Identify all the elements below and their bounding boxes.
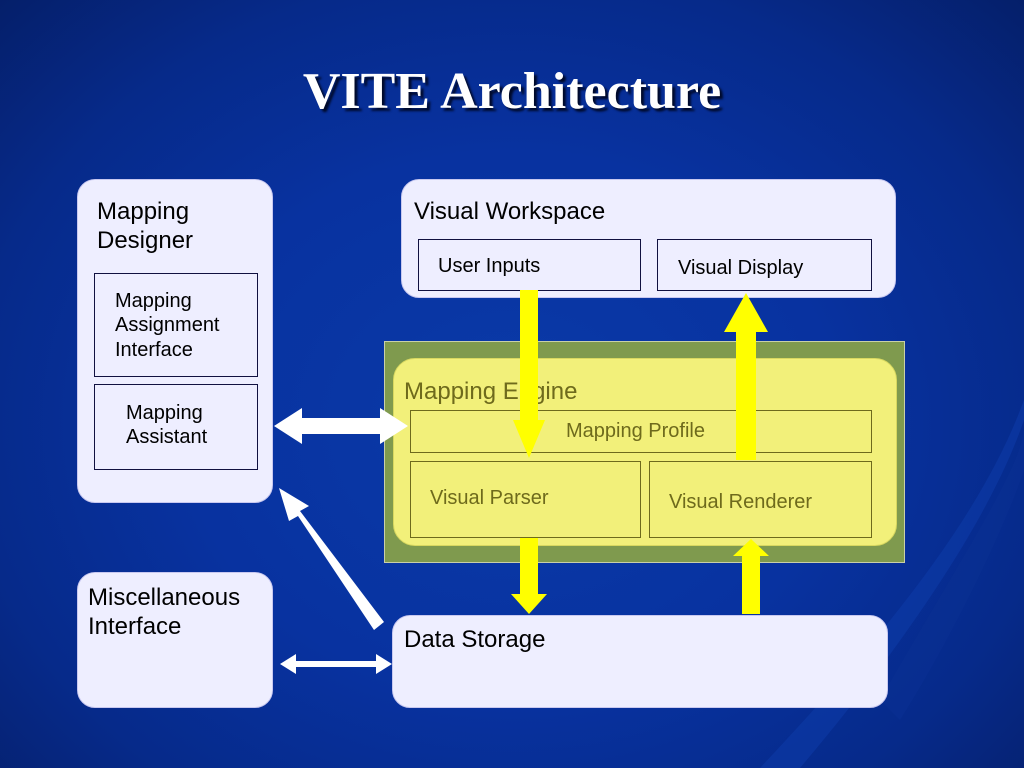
visual-renderer-box: Visual Renderer (649, 461, 872, 538)
visual-renderer-label: Visual Renderer (669, 491, 813, 513)
mapping-assistant-box: Mapping Assistant (94, 384, 258, 470)
mapping-profile-box: Mapping Profile (410, 410, 872, 453)
misc-interface-title: Miscellaneous Interface (88, 584, 241, 641)
mapping-designer-title: Mapping Designer (97, 198, 194, 255)
visual-workspace-panel: Visual Workspace User Inputs Visual Disp… (401, 179, 896, 298)
visual-parser-box: Visual Parser (410, 461, 641, 538)
visual-display-label: Visual Display (678, 257, 804, 279)
mapping-assignment-interface-box: Mapping Assignment Interface (94, 273, 258, 377)
mapping-profile-label: Mapping Profile (566, 420, 705, 442)
mapping-engine-title: Mapping Engine (404, 378, 578, 405)
data-storage-panel: Data Storage (392, 615, 888, 708)
visual-parser-label: Visual Parser (430, 487, 549, 509)
slide-title: VITE Architecture (302, 63, 722, 120)
visual-workspace-title: Visual Workspace (414, 198, 606, 225)
mapping-designer-panel: Mapping Designer Mapping Assignment Inte… (77, 179, 273, 503)
user-inputs-box: User Inputs (418, 239, 641, 291)
data-storage-title: Data Storage (404, 626, 546, 653)
misc-interface-panel: Miscellaneous Interface (77, 572, 273, 708)
mapping-assistant-label: Mapping Assistant (126, 402, 208, 449)
mapping-assignment-interface-label: Mapping Assignment Interface (115, 290, 220, 361)
visual-display-box: Visual Display (657, 239, 872, 291)
user-inputs-label: User Inputs (438, 255, 541, 277)
mapping-engine-panel: Mapping Engine Mapping Profile Visual Pa… (393, 358, 897, 546)
